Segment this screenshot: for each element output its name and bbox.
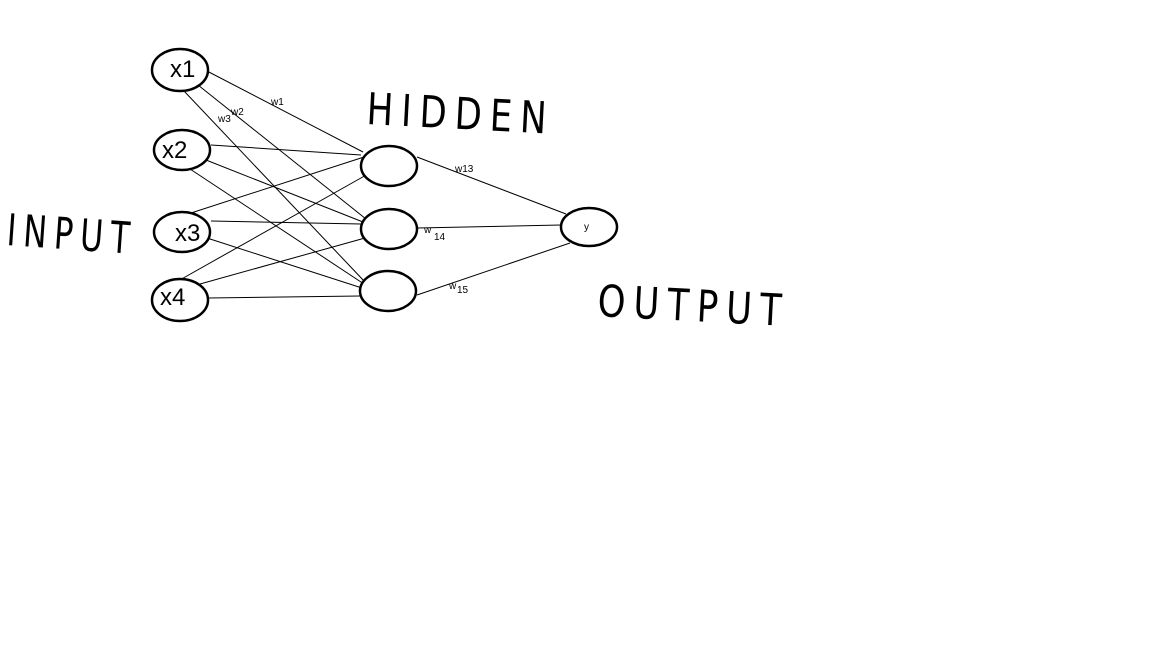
edge-h1-y [416, 156, 567, 215]
weight-label-w15: w [448, 281, 457, 292]
edge-x1-h1 [204, 69, 364, 153]
weight-label-w14: w [423, 225, 432, 236]
input-node-label: x2 [162, 137, 187, 164]
input-node-x3: x3 [152, 210, 212, 254]
edge-x2-h3 [189, 168, 365, 285]
edge-x4-h2 [199, 237, 366, 285]
layer-labels: INPUT HIDDEN OUTPUT [5, 84, 791, 337]
output-node-y: y [559, 206, 619, 248]
weight-label-w2: w2 [230, 107, 244, 118]
edge-x3-h2 [210, 220, 362, 225]
input-node-x1: x1 [150, 47, 210, 93]
weight-label-w3: w3 [217, 114, 231, 125]
input-layer-label: INPUT [5, 205, 138, 265]
edge-x1-h3 [183, 90, 366, 283]
hidden-node-1 [359, 144, 419, 188]
output-node-label: y [584, 222, 589, 233]
hidden-layer [358, 144, 419, 313]
edge-x4-h3 [207, 295, 361, 299]
weight-labels: w1 w2 w3 w13 w 14 w 15 [217, 97, 474, 296]
input-node-x2: x2 [152, 128, 212, 172]
edge-x2-h2 [205, 159, 364, 223]
edge-x2-h1 [210, 144, 362, 156]
output-layer-label: OUTPUT [596, 276, 790, 337]
edge-h3-y [416, 242, 571, 296]
hidden-node-3 [358, 269, 418, 313]
edge-x1-h2 [197, 84, 367, 220]
input-node-label: x4 [160, 284, 185, 311]
edge-x3-h3 [206, 237, 363, 289]
weight-label-w14-subscript: 14 [434, 232, 446, 243]
hidden-node-2 [359, 207, 419, 251]
edge-h2-y [416, 224, 562, 229]
edge-x4-h1 [177, 173, 369, 282]
weight-label-w13: w13 [454, 164, 474, 175]
edge-x3-h1 [190, 156, 365, 214]
edges-hidden-output [416, 156, 571, 296]
weight-label-w15-subscript: 15 [457, 285, 469, 296]
hidden-layer-label: HIDDEN [365, 84, 555, 145]
input-node-x4: x4 [150, 277, 210, 323]
input-node-label: x1 [170, 56, 195, 83]
weight-label-w1: w1 [270, 97, 284, 108]
edges-input-hidden [177, 69, 369, 299]
input-layer: x1 x2 x3 x4 [150, 47, 212, 323]
input-node-label: x3 [175, 220, 200, 247]
